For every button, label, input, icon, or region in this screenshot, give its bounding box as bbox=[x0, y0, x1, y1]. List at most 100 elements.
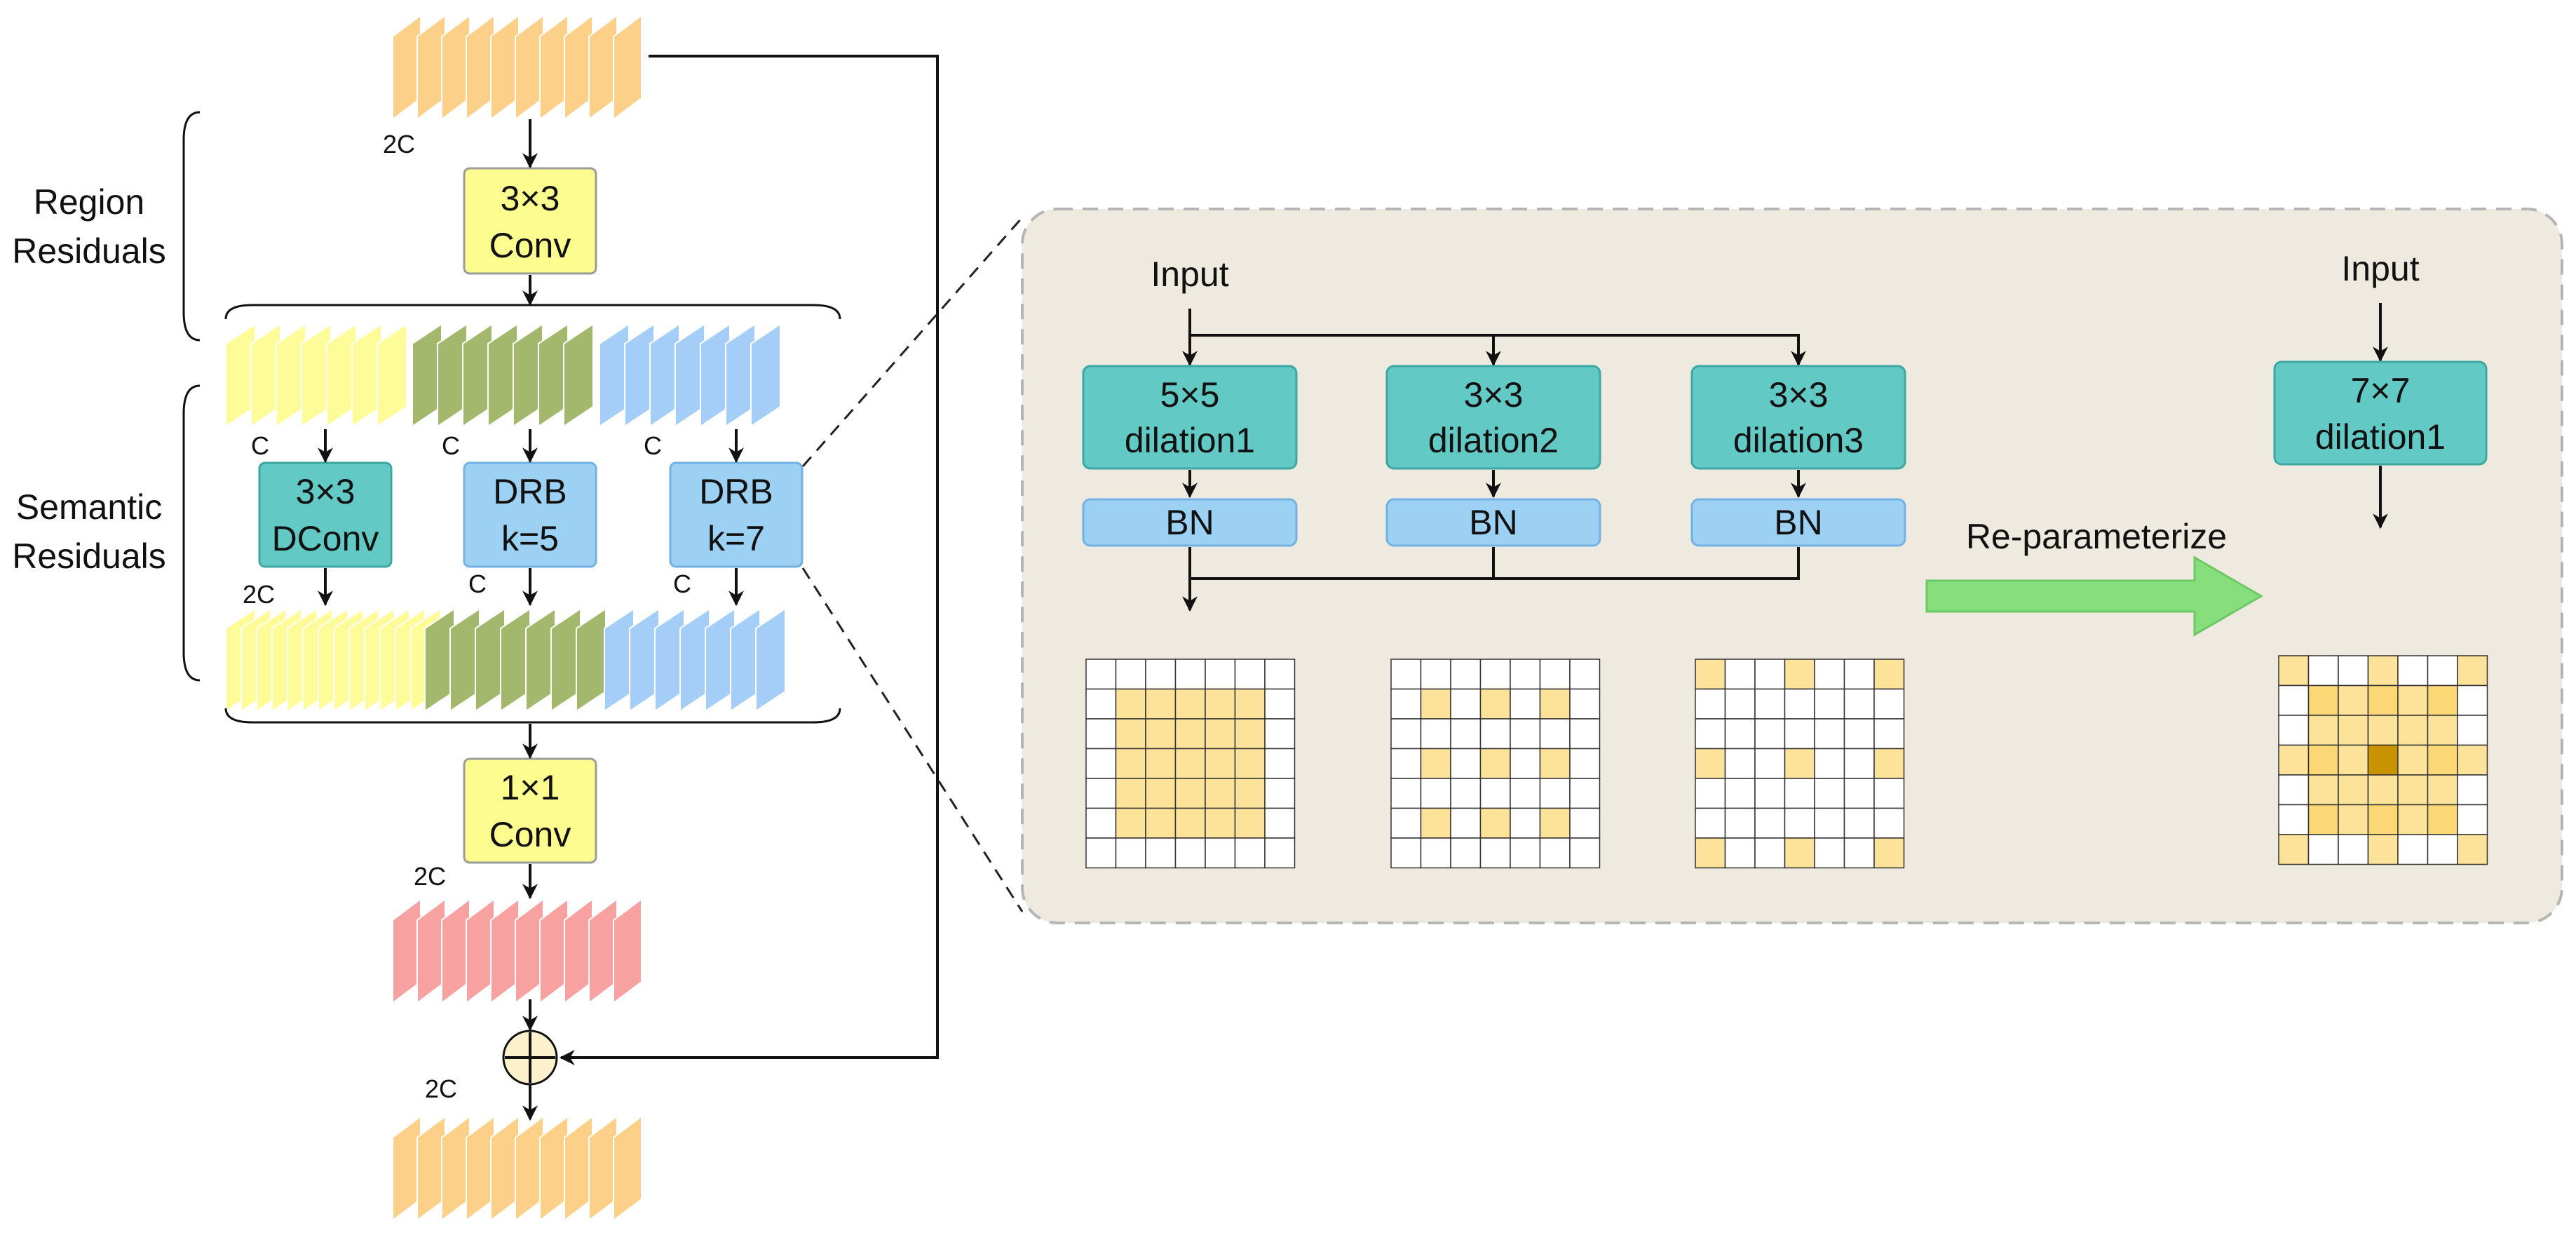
kernel-cell bbox=[1754, 748, 1786, 779]
kernel-cell bbox=[2457, 715, 2488, 746]
kernel-cell bbox=[1569, 807, 1601, 839]
channel-label-c1: C bbox=[251, 431, 269, 460]
kernel-cell bbox=[1145, 748, 1177, 779]
kernel-cell bbox=[1510, 718, 1541, 750]
kernel-cell bbox=[1264, 778, 1296, 809]
svg-text:dilation3: dilation3 bbox=[1733, 421, 1864, 460]
drb-k7-block: DRB k=7 bbox=[669, 461, 804, 568]
kernel-cell bbox=[2457, 684, 2488, 716]
kernel-cell bbox=[1843, 659, 1875, 690]
kernel-cell bbox=[1814, 807, 1845, 839]
channel-label-c3: C bbox=[644, 431, 662, 460]
kernel-cell bbox=[1450, 837, 1482, 869]
kernel-cell bbox=[1264, 807, 1296, 839]
kernel-cell bbox=[1695, 659, 1726, 690]
kernel-cell bbox=[1420, 837, 1451, 869]
kernel-cell bbox=[1724, 837, 1756, 869]
kernel-cell bbox=[1784, 748, 1815, 779]
kernel-cell bbox=[1695, 688, 1726, 720]
svg-text:3×3: 3×3 bbox=[296, 472, 355, 511]
kernel-cell bbox=[1085, 807, 1117, 839]
kernel-cell bbox=[1814, 837, 1845, 869]
kernel-cell bbox=[1450, 807, 1482, 839]
kernel-cell bbox=[1843, 718, 1875, 750]
kernel-cell bbox=[1539, 807, 1571, 839]
kernel-cell bbox=[1510, 748, 1541, 779]
kernel-cell bbox=[1510, 688, 1541, 720]
kernel-cell bbox=[1479, 807, 1511, 839]
kernel-cell bbox=[1539, 778, 1571, 809]
residual-add-node bbox=[502, 1030, 558, 1086]
feature-slice bbox=[750, 323, 781, 428]
kernel-cell bbox=[2427, 804, 2458, 835]
kernel-cell bbox=[1234, 688, 1266, 720]
kernel-cell bbox=[2367, 774, 2399, 806]
kernel-cell bbox=[2307, 744, 2339, 776]
kernel-cell bbox=[1814, 688, 1845, 720]
region-residuals-label-line1: Region bbox=[34, 182, 144, 222]
kernel-cell bbox=[1174, 718, 1206, 750]
svg-text:k=5: k=5 bbox=[501, 519, 559, 558]
kernel-cell bbox=[1085, 718, 1117, 750]
merged-7x7-dilation1: 7×7 dilation1 bbox=[2273, 360, 2488, 466]
kernel-cell bbox=[1724, 688, 1756, 720]
kernel-cell bbox=[2338, 744, 2369, 776]
kernel-cell bbox=[2307, 715, 2339, 746]
kernel-cell bbox=[1539, 718, 1571, 750]
kernel-cell bbox=[1539, 659, 1571, 690]
feature-slice bbox=[613, 14, 642, 121]
kernel-cell bbox=[1784, 807, 1815, 839]
svg-text:dilation1: dilation1 bbox=[2315, 417, 2446, 457]
kernel-cell bbox=[1174, 748, 1206, 779]
conv1x1-block: 1×1 Conv bbox=[463, 757, 597, 864]
kernel-cell bbox=[1264, 748, 1296, 779]
kernel-cell bbox=[1115, 778, 1146, 809]
kernel-cell bbox=[1234, 778, 1266, 809]
input-label: Input bbox=[1151, 255, 1228, 294]
kernel-cell bbox=[1145, 807, 1177, 839]
kernel-cell bbox=[1115, 659, 1146, 690]
kernel-cell bbox=[1873, 837, 1905, 869]
kernel-cell bbox=[1479, 748, 1511, 779]
kernel-cell bbox=[1115, 748, 1146, 779]
kernel-cell bbox=[1754, 778, 1786, 809]
kernel-cell bbox=[1205, 778, 1236, 809]
kernel-cell bbox=[2338, 684, 2369, 716]
kernel-cell bbox=[2307, 684, 2339, 716]
svg-text:Conv: Conv bbox=[489, 226, 571, 265]
kernel-cell bbox=[1479, 659, 1511, 690]
kernel-cell bbox=[1479, 778, 1511, 809]
channel-label-drb5-out: C bbox=[468, 569, 487, 598]
kernel-cell bbox=[1085, 837, 1117, 869]
kernel-cell bbox=[1420, 659, 1451, 690]
kernel-cell bbox=[1174, 778, 1206, 809]
kernel-cell bbox=[1264, 688, 1296, 720]
kernel-cell bbox=[1843, 688, 1875, 720]
dconv3x3-block: 3×3 DConv bbox=[258, 461, 393, 568]
kernel-cell bbox=[2427, 774, 2458, 806]
bn-box-1: BN bbox=[1082, 498, 1298, 547]
feature-slice bbox=[755, 607, 786, 713]
kernel-cell bbox=[1873, 688, 1905, 720]
kernel-cell bbox=[1695, 718, 1726, 750]
kernel-cell bbox=[2457, 655, 2488, 687]
kernel-cell bbox=[1264, 837, 1296, 869]
branch-3x3-dilation3: 3×3 dilation3 bbox=[1690, 365, 1906, 470]
svg-text:DConv: DConv bbox=[272, 519, 379, 558]
branch-5x5-dilation1: 5×5 dilation1 bbox=[1082, 365, 1298, 470]
kernel-cell bbox=[1784, 778, 1815, 809]
kernel-cell bbox=[1390, 659, 1422, 690]
svg-text:5×5: 5×5 bbox=[1160, 375, 1220, 414]
zoom-line-top bbox=[801, 217, 1024, 467]
kernel-cell bbox=[1873, 748, 1905, 779]
kernel-cell bbox=[1873, 778, 1905, 809]
kernel-cell bbox=[1115, 718, 1146, 750]
kernel-cell bbox=[1205, 688, 1236, 720]
svg-text:DRB: DRB bbox=[493, 472, 567, 511]
kernel-cell bbox=[2367, 684, 2399, 716]
kernel-cell bbox=[1814, 748, 1845, 779]
svg-text:dilation2: dilation2 bbox=[1428, 421, 1559, 460]
kernel-cell bbox=[1145, 659, 1177, 690]
kernel-cell bbox=[1843, 807, 1875, 839]
feature-slice bbox=[613, 1115, 642, 1222]
